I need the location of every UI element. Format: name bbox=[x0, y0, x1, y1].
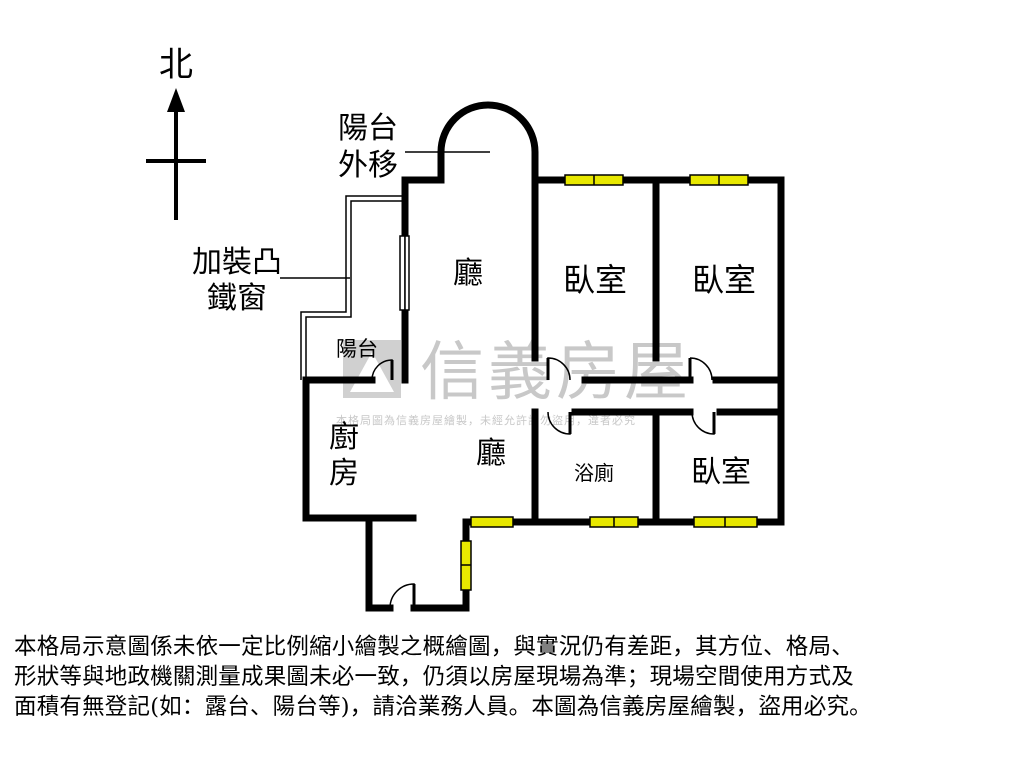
disclaimer-line-2: 形狀等與地政機關測量成果圖未必一致，仍須以房屋現場為準；現場空間使用方式及 bbox=[14, 664, 854, 690]
label-bedroom-1: 臥室 bbox=[563, 261, 627, 299]
door-bedroom3 bbox=[691, 411, 715, 435]
label-living-upper: 廳 bbox=[453, 256, 483, 291]
label-iron-window-1: 加裝凸 bbox=[192, 245, 282, 280]
north-compass: 北 bbox=[146, 45, 206, 220]
disclaimer-line-1: 本格局示意圖係未依一定比例縮小繪製之概繪圖，與實況仍有差距，其方位、格局、 bbox=[14, 634, 854, 660]
label-bathroom: 浴廁 bbox=[574, 461, 614, 485]
north-arrow-icon bbox=[167, 88, 185, 112]
label-living-lower: 廳 bbox=[476, 436, 506, 471]
walls bbox=[302, 101, 785, 612]
disclaimer-text: 本格局示意圖係未依一定比例縮小繪製之概繪圖，與實況仍有差距，其方位、格局、 形狀… bbox=[14, 632, 1014, 722]
watermark-notice: 本格局圖為信義房屋繪製，未經允許請勿盜用，違者必究 bbox=[336, 413, 636, 427]
door-entrance bbox=[389, 583, 415, 609]
label-balcony-extension-2: 外移 bbox=[338, 148, 398, 183]
label-kitchen-1: 廚 bbox=[329, 420, 359, 455]
room-labels: 陽台 外移 加裝凸 鐵窗 廳 臥室 臥室 陽台 廚 房 廳 浴廁 臥室 bbox=[192, 111, 756, 491]
watermark-brand: 信義房屋 bbox=[420, 336, 692, 410]
label-bedroom-3: 臥室 bbox=[691, 455, 751, 490]
label-balcony-extension-1: 陽台 bbox=[338, 111, 398, 146]
label-balcony: 陽台 bbox=[336, 337, 378, 361]
label-iron-window-2: 鐵窗 bbox=[207, 281, 267, 316]
sliding-door-balcony bbox=[399, 235, 410, 311]
disclaimer-line-3: 面積有無登記(如：露台、陽台等)，請洽業務人員。本圖為信義房屋繪製，盜用必究。 bbox=[14, 694, 872, 720]
window-living-south bbox=[470, 516, 514, 528]
iron-window-outline bbox=[300, 195, 405, 380]
floor-plan: 北 信義房屋 本格局圖為信義房屋繪製，未經允許請勿盜用，違者必究 bbox=[146, 45, 785, 612]
doors bbox=[371, 357, 716, 609]
label-kitchen-2: 房 bbox=[329, 456, 359, 491]
compass-north-label: 北 bbox=[159, 45, 193, 85]
label-bedroom-2: 臥室 bbox=[692, 261, 756, 299]
windows bbox=[460, 174, 758, 591]
